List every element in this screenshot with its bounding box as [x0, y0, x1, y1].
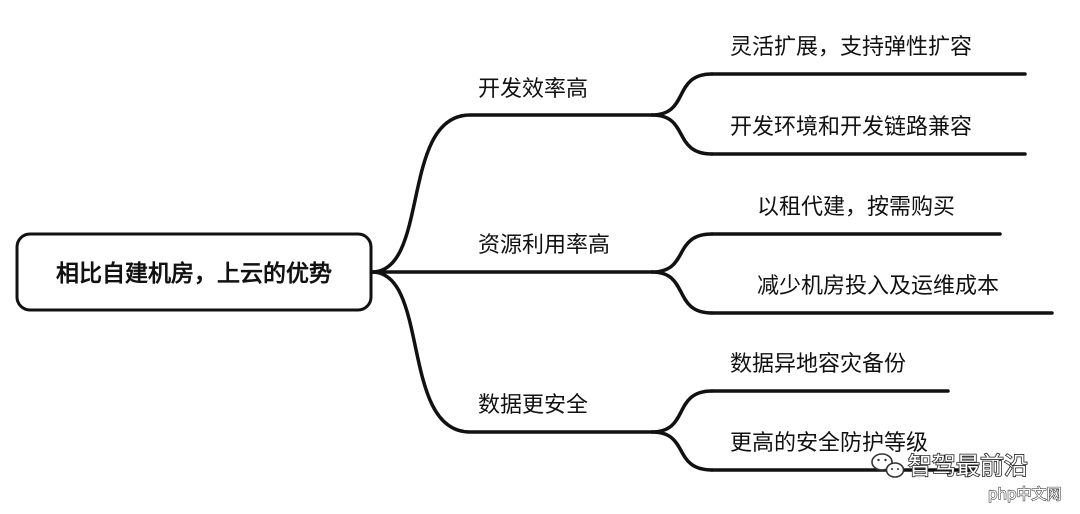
leaf-label-1-1: 灵活扩展，支持弹性扩容	[730, 35, 972, 60]
edge-branch-1-leaf-2	[650, 113, 714, 156]
root-node-label: 相比自建机房，上云的优势	[56, 260, 332, 287]
branch-label-1: 开发效率高	[478, 77, 588, 102]
edge-root-branch-3	[370, 270, 654, 434]
watermark: 智驾最前沿 php中文网	[871, 451, 1062, 504]
edge-branch-3-leaf-1	[650, 389, 714, 434]
branch-label-2: 资源利用率高	[478, 233, 610, 258]
watermark-site: php中文网	[988, 485, 1062, 503]
leaf-label-3-1: 数据异地容灾备份	[730, 352, 906, 377]
edge-branch-2-leaf-1	[650, 232, 714, 274]
leaf-label-2-1: 以租代建，按需购买	[757, 195, 955, 220]
edge-branch-1-leaf-1	[650, 72, 714, 117]
leaf-label-2-2: 减少机房投入及运维成本	[757, 274, 999, 299]
leaf-label-3-2: 更高的安全防护等级	[730, 431, 928, 456]
branch-label-3: 数据更安全	[478, 393, 588, 418]
edge-branch-2-leaf-2	[650, 270, 714, 315]
leaf-label-1-2: 开发环境和开发链路兼容	[730, 115, 972, 140]
watermark-account: 智驾最前沿	[908, 452, 1028, 480]
root-node-box	[15, 232, 373, 312]
edge-branch-3-leaf-2	[650, 430, 714, 472]
edge-root-branch-1	[370, 113, 654, 274]
wechat-icon	[871, 453, 905, 478]
